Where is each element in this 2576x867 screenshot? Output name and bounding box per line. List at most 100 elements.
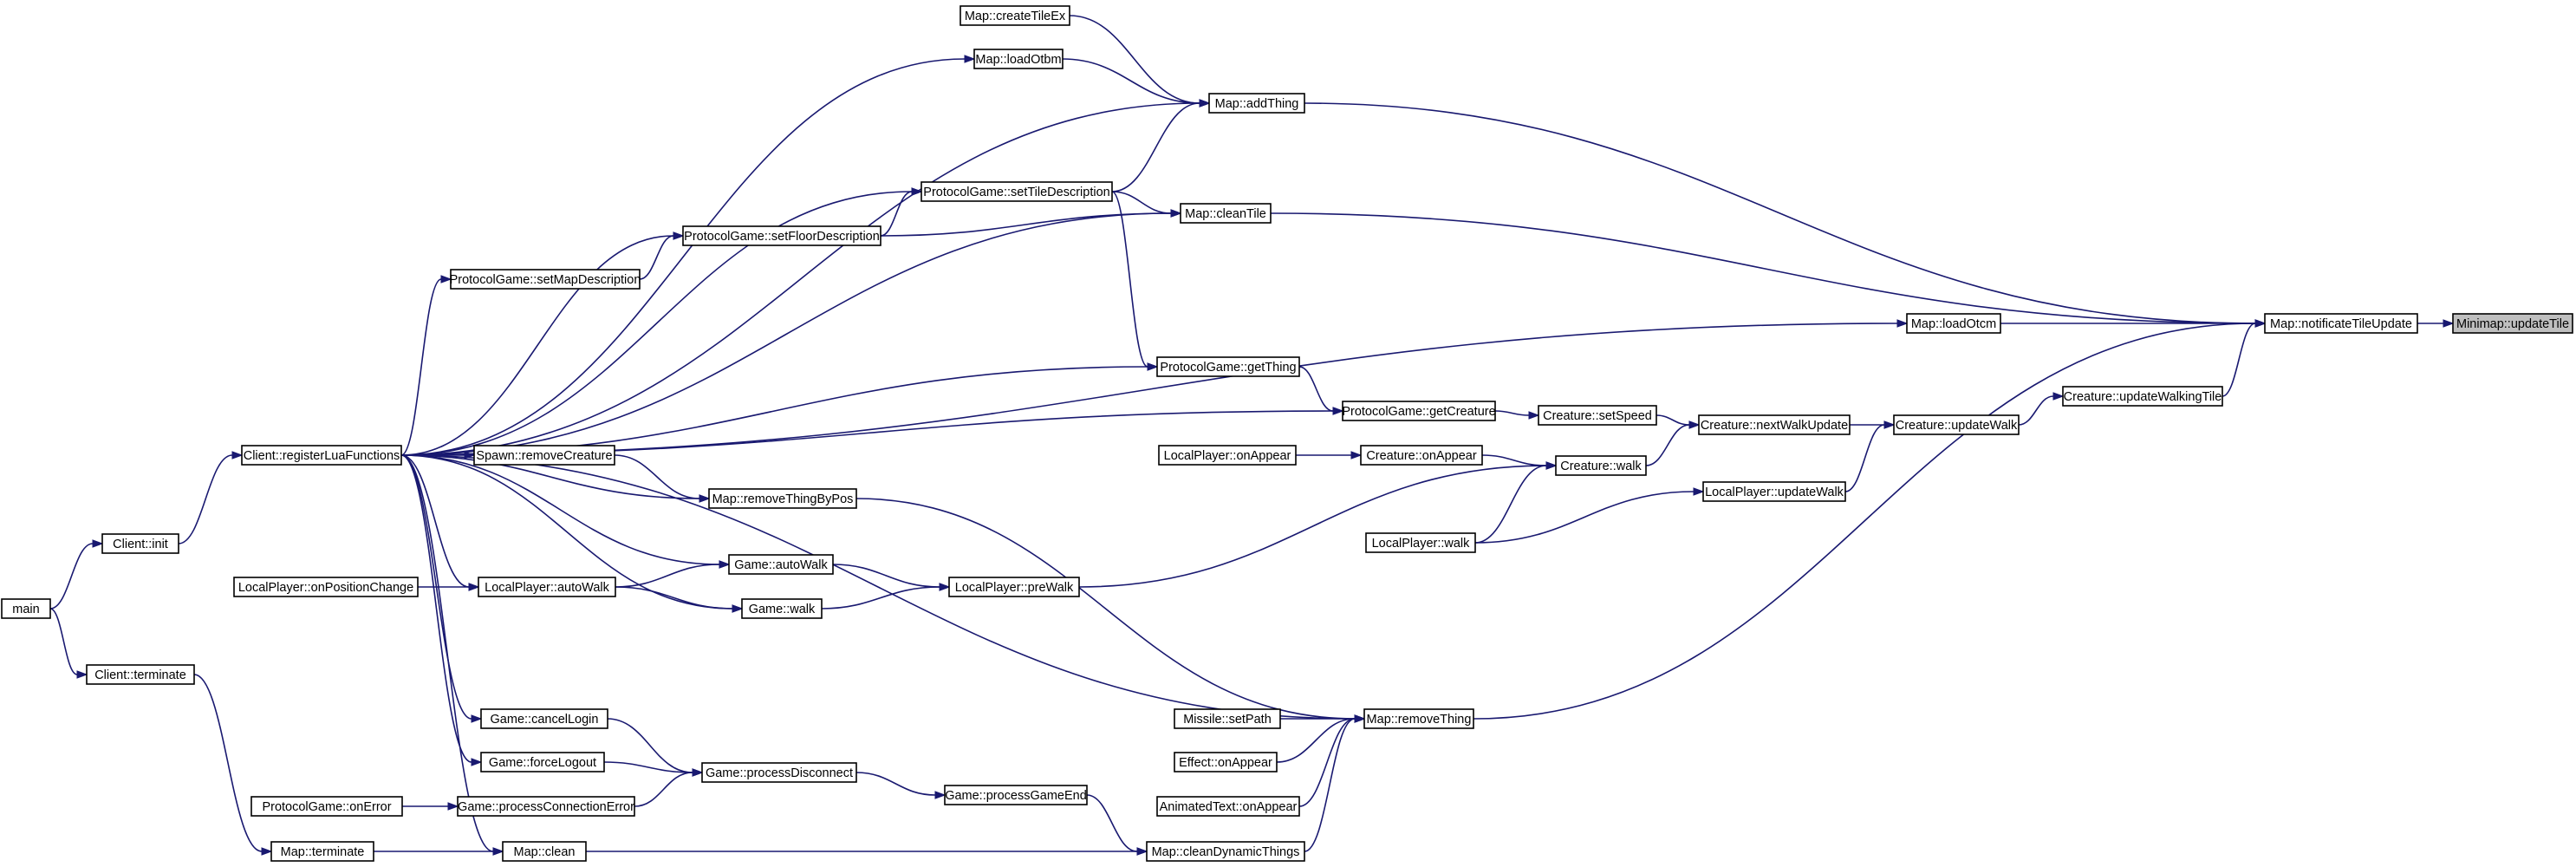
edge-line [193,674,263,852]
edge-line [400,454,470,588]
node-creature-update-walking-tile[interactable]: Creature::updateWalkingTile [2062,386,2223,407]
edge-game-walk-to-localplayer-pre-walk [821,583,951,610]
edge-line [400,212,1172,456]
node-localplayer-walk[interactable]: LocalPlayer::walk [1365,532,1476,553]
node-minimap-update-tile[interactable]: Minimap::updateTile [2452,313,2573,334]
edge-line [49,543,94,610]
edge-line [400,278,442,456]
node-protocolgame-set-tile-description[interactable]: ProtocolGame::setTileDescription [920,181,1113,202]
edge-line [832,564,940,588]
edge-client-register-lua-functions-to-protocolgame-set-map-description [400,275,452,456]
node-box [241,445,402,466]
node-game-force-logout[interactable]: Game::forceLogout [480,752,605,772]
node-creature-set-speed[interactable]: Creature::setSpeed [1538,405,1657,426]
node-localplayer-pre-walk[interactable]: LocalPlayer::preWalk [948,577,1080,597]
node-game-auto-walk[interactable]: Game::autoWalk [728,554,834,575]
node-protocolgame-get-creature[interactable]: ProtocolGame::getCreature [1342,401,1496,421]
node-localplayer-auto-walk[interactable]: LocalPlayer::autoWalk [478,577,616,597]
node-map-add-thing[interactable]: Map::addThing [1208,93,1305,114]
node-label: Game::processConnectionError [458,800,634,814]
node-creature-update-walk[interactable]: Creature::updateWalk [1893,414,2020,435]
node-box [1208,93,1305,114]
arrowhead [1688,420,1701,429]
node-label: ProtocolGame::setMapDescription [450,273,641,287]
node-label: Map::cleanTile [1185,207,1266,221]
edge-protocolgame-set-tile-description-to-protocolgame-get-thing [1111,191,1159,371]
arrowhead [1528,411,1540,420]
node-protocolgame-set-floor-description[interactable]: ProtocolGame::setFloorDescription [682,225,881,246]
node-label: Map::loadOtcm [1911,317,1996,331]
node-client-init[interactable]: Client::init [101,533,179,554]
node-client-register-lua-functions[interactable]: Client::registerLuaFunctions [241,445,402,466]
node-label: Map::removeThingByPos [712,492,854,506]
node-map-create-tile-ex[interactable]: Map::createTileEx [959,5,1070,26]
node-protocolgame-set-map-description[interactable]: ProtocolGame::setMapDescription [450,269,641,290]
node-creature-walk[interactable]: Creature::walk [1555,455,1647,476]
edge-effect-on-appear-to-map-remove-thing [1276,714,1366,763]
node-map-remove-thing-by-pos[interactable]: Map::removeThingByPos [708,488,857,509]
node-protocolgame-get-thing[interactable]: ProtocolGame::getThing [1156,356,1300,377]
node-box [2062,386,2223,407]
edge-line [400,454,472,763]
edge-line [400,454,494,852]
node-map-load-otbm[interactable]: Map::loadOtbm [973,49,1064,69]
arrowhead [468,583,480,591]
node-map-clean-dynamic-things[interactable]: Map::cleanDynamicThings [1146,841,1305,862]
edge-line [178,454,233,544]
node-box [1893,414,2020,435]
edge-line [1078,465,1547,588]
node-box [250,796,403,817]
node-label: LocalPlayer::onAppear [1164,449,1291,463]
node-box [1702,481,1846,502]
node-game-process-disconnect[interactable]: Game::processDisconnect [701,762,857,783]
edge-protocolgame-on-error-to-game-process-connection-error [402,802,459,811]
node-map-clean[interactable]: Map::clean [502,841,587,862]
node-box [473,445,615,466]
edge-line [1111,102,1200,192]
node-map-remove-thing[interactable]: Map::removeThing [1363,708,1474,729]
arrowhead [1350,451,1363,460]
edge-line [880,212,1172,237]
node-game-walk[interactable]: Game::walk [741,598,823,619]
node-animatedtext-on-appear[interactable]: AnimatedText::onAppear [1156,796,1300,817]
node-creature-on-appear[interactable]: Creature::onAppear [1360,445,1483,466]
node-creature-next-walk-update[interactable]: Creature::nextWalkUpdate [1698,414,1851,435]
node-map-clean-tile[interactable]: Map::cleanTile [1180,203,1272,224]
arrowhead [939,583,951,591]
node-game-process-game-end[interactable]: Game::processGameEnd [944,785,1088,805]
arrowhead [76,670,88,679]
node-missile-set-path[interactable]: Missile::setPath [1174,708,1281,729]
node-box [708,488,857,509]
node-box [1156,796,1300,817]
node-map-load-otcm[interactable]: Map::loadOtcm [1906,313,2001,334]
node-box [973,49,1064,69]
node-game-process-connection-error[interactable]: Game::processConnectionError [457,796,635,817]
edge-client-register-lua-functions-to-map-add-thing [400,99,1211,456]
arrowhead [261,847,273,856]
node-map-terminate[interactable]: Map::terminate [270,841,374,862]
node-protocolgame-on-error[interactable]: ProtocolGame::onError [250,796,403,817]
edge-line [1298,718,1356,807]
edge-line [607,718,693,773]
edges-layer [49,15,2455,856]
node-box [1360,445,1483,466]
node-label: Creature::updateWalk [1896,419,2018,433]
node-effect-on-appear[interactable]: Effect::onAppear [1174,752,1278,772]
node-game-cancel-login[interactable]: Game::cancelLogin [480,708,608,729]
edge-map-clean-to-map-clean-dynamic-things [585,847,1148,856]
node-box [701,762,857,783]
edge-client-init-to-client-register-lua-functions [178,451,244,544]
node-localplayer-update-walk[interactable]: LocalPlayer::updateWalk [1702,481,1846,502]
node-client-terminate[interactable]: Client::terminate [86,664,195,685]
node-main[interactable]: main [1,598,51,619]
arrowhead [1332,407,1344,415]
node-localplayer-on-appear[interactable]: LocalPlayer::onAppear [1158,445,1297,466]
node-map-notificate-tile-update[interactable]: Map::notificateTileUpdate [2264,313,2418,334]
edge-map-clean-dynamic-things-to-map-remove-thing [1304,714,1366,852]
arrowhead [492,847,504,856]
node-localplayer-on-position-change[interactable]: LocalPlayer::onPositionChange [233,577,419,597]
node-spawn-remove-creature[interactable]: Spawn::removeCreature [473,445,615,466]
edge-line [603,761,693,773]
edge-map-terminate-to-map-clean [373,847,504,856]
